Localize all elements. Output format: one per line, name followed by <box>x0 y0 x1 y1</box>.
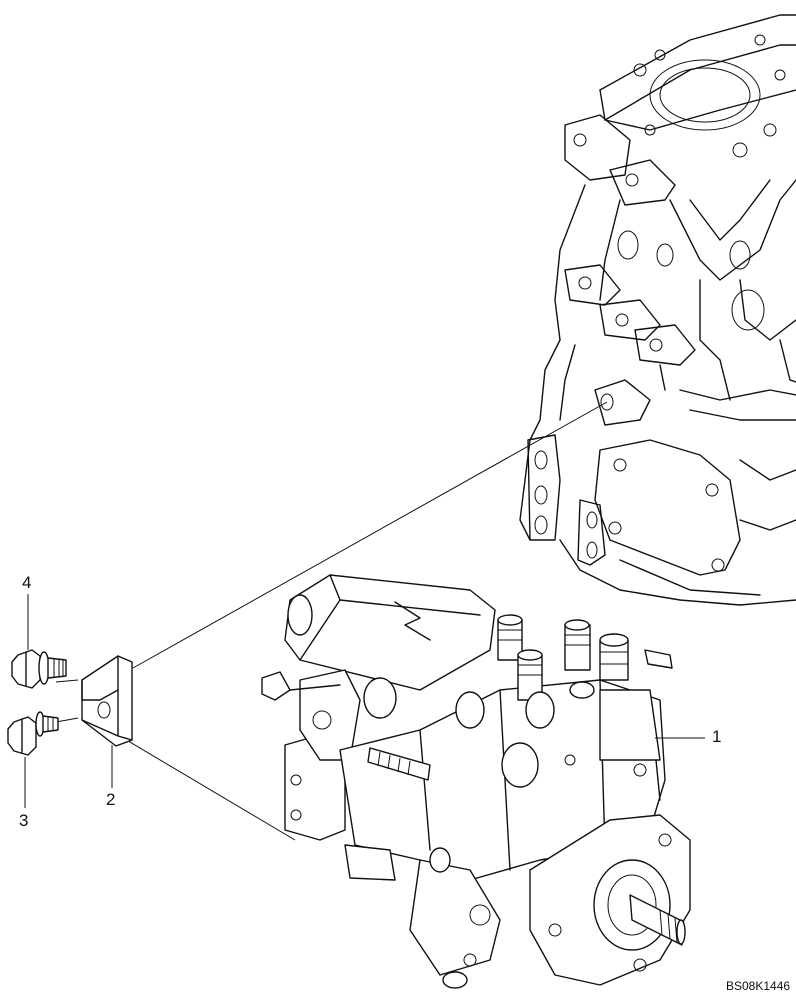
injection-pump-part-1 <box>261 574 691 989</box>
flange-bolt-part-4 <box>11 649 67 689</box>
delivery-valve <box>599 633 629 681</box>
callout-number-1: 1 <box>712 727 722 746</box>
delivery-valve <box>564 619 591 671</box>
delivery-valve <box>517 649 543 701</box>
callout-number-4: 4 <box>22 573 32 592</box>
flange-bolt-part-3 <box>7 711 59 756</box>
bracket-part-2 <box>81 655 133 747</box>
alignment-lines <box>55 401 608 841</box>
callout-number-2: 2 <box>106 790 116 809</box>
engine-block <box>519 14 796 606</box>
callout-number-3: 3 <box>19 811 29 830</box>
drawing-code: BS08K1446 <box>726 979 791 993</box>
